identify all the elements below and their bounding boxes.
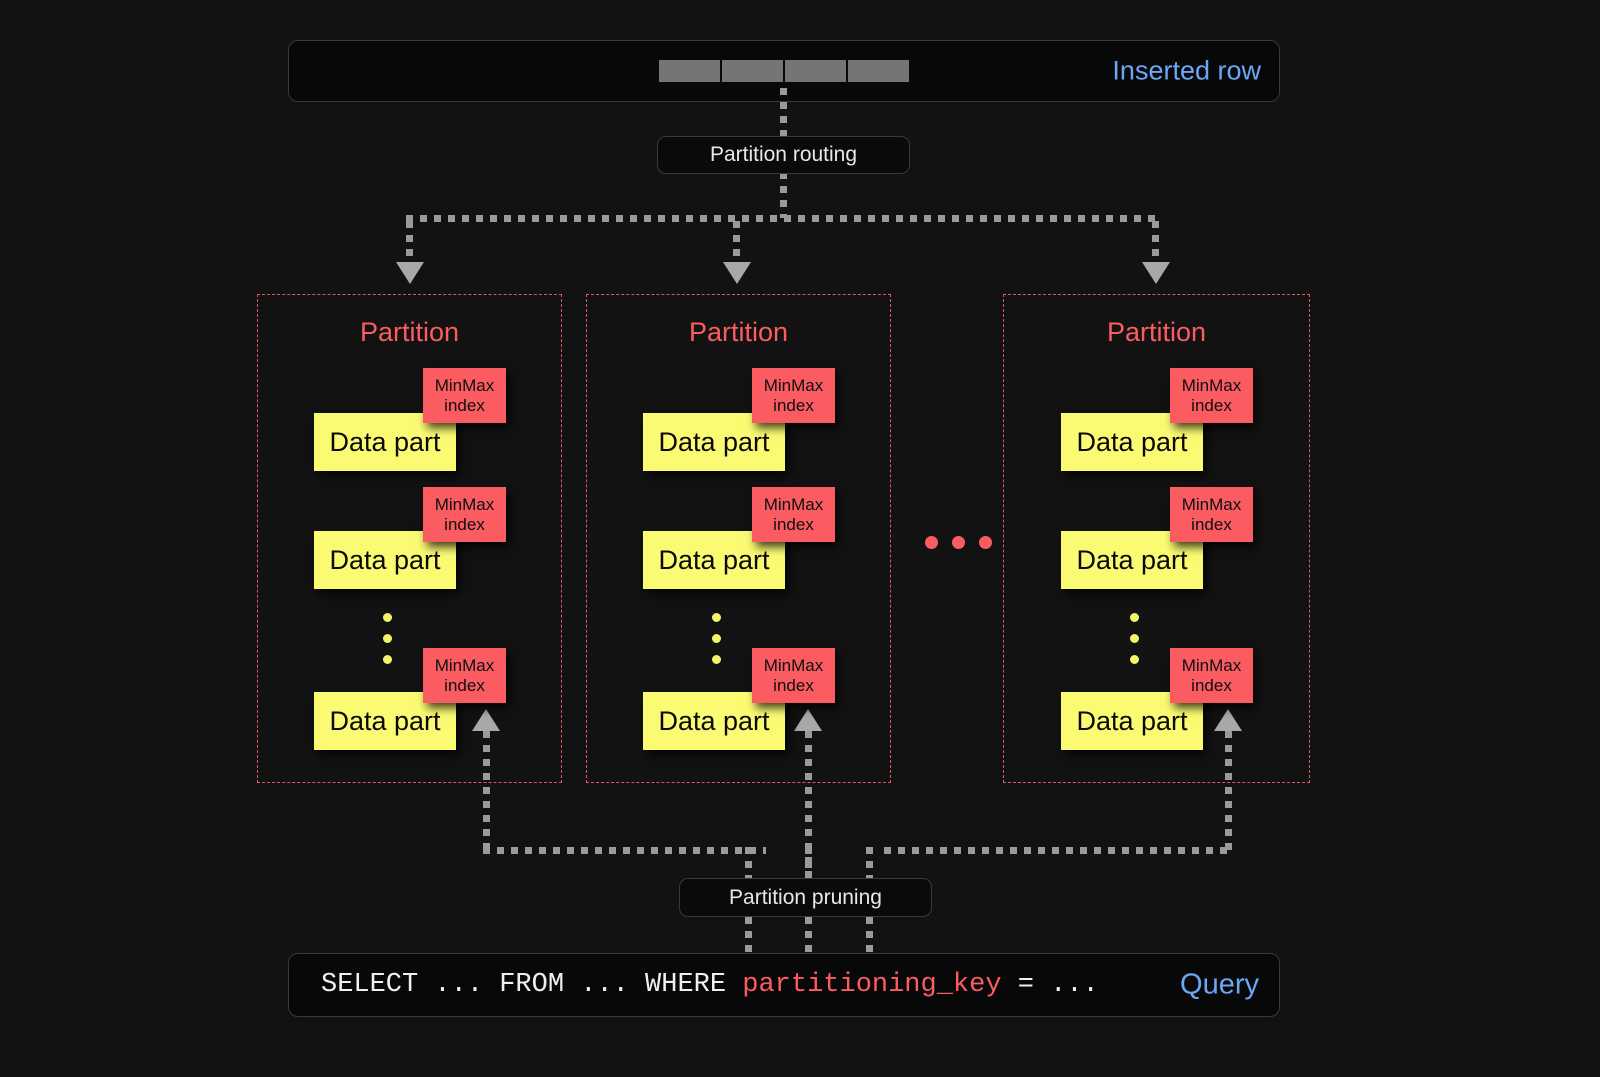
query-text: SELECT ... FROM ... WHERE partitioning_k… xyxy=(321,970,1099,1000)
minmax-line1: MinMax xyxy=(434,495,495,515)
row-cell xyxy=(785,60,846,82)
minmax-line2: index xyxy=(444,675,485,695)
minmax-line1: MinMax xyxy=(763,376,824,396)
arrow-down-partition-3 xyxy=(1142,262,1170,284)
partition-box-3: Partition xyxy=(1003,294,1310,783)
connector-pruning-up-2 xyxy=(805,731,812,921)
row-cell xyxy=(722,60,783,82)
partition-title: Partition xyxy=(1106,317,1207,347)
connector-pruning-rail-left xyxy=(483,847,766,854)
partition-title: Partition xyxy=(688,317,789,347)
minmax-line2: index xyxy=(444,514,485,534)
minmax-line1: MinMax xyxy=(434,656,495,676)
minmax-line1: MinMax xyxy=(1181,656,1242,676)
connector-branch-1 xyxy=(406,221,413,264)
partition-routing-chip: Partition routing xyxy=(657,136,910,174)
query-suffix: = ... xyxy=(1001,970,1099,1000)
query-bar: SELECT ... FROM ... WHERE partitioning_k… xyxy=(288,953,1280,1017)
arrow-down-partition-1 xyxy=(396,262,424,284)
minmax-line2: index xyxy=(1191,514,1232,534)
row-cell xyxy=(848,60,909,82)
connector-pruning-up-1 xyxy=(483,731,490,853)
minmax-line1: MinMax xyxy=(1181,376,1242,396)
connector-routing-bus xyxy=(406,215,1160,222)
partition-title: Partition xyxy=(359,317,460,347)
partition-box-1: Partition xyxy=(257,294,562,783)
connector-branch-2 xyxy=(733,221,740,264)
partition-box-2: Partition xyxy=(586,294,891,783)
minmax-line2: index xyxy=(1191,675,1232,695)
minmax-line1: MinMax xyxy=(1181,495,1242,515)
minmax-line2: index xyxy=(444,395,485,415)
row-cell xyxy=(659,60,720,82)
inserted-row-bar: Inserted row xyxy=(288,40,1280,102)
data-part-1-1: Data part xyxy=(314,413,456,471)
inserted-row-cells xyxy=(659,60,909,82)
arrow-up-partition-1 xyxy=(472,709,500,731)
connector-branch-3 xyxy=(1152,221,1159,264)
query-keyword: partitioning_key xyxy=(742,970,1002,1000)
query-label: Query xyxy=(1180,968,1259,1001)
partition-pruning-chip: Partition pruning xyxy=(679,878,932,917)
connector-pruning-up-3 xyxy=(1225,731,1232,853)
minmax-line1: MinMax xyxy=(763,656,824,676)
minmax-line1: MinMax xyxy=(434,376,495,396)
arrow-up-partition-3 xyxy=(1214,709,1242,731)
data-part-2-3: Data part xyxy=(643,692,785,750)
minmax-line2: index xyxy=(773,514,814,534)
connector-pruning-rail-right xyxy=(884,847,1232,854)
minmax-line2: index xyxy=(773,395,814,415)
data-part-ellipsis-1 xyxy=(383,613,392,664)
data-part-ellipsis-3 xyxy=(1130,613,1139,664)
minmax-line2: index xyxy=(773,675,814,695)
arrow-down-partition-2 xyxy=(723,262,751,284)
minmax-line2: index xyxy=(1191,395,1232,415)
inserted-row-label: Inserted row xyxy=(1112,55,1261,86)
data-part-3-3: Data part xyxy=(1061,692,1203,750)
query-prefix: SELECT ... FROM ... WHERE xyxy=(321,970,743,1000)
minmax-line1: MinMax xyxy=(763,495,824,515)
data-part-ellipsis-2 xyxy=(712,613,721,664)
arrow-up-partition-2 xyxy=(794,709,822,731)
partition-ellipsis xyxy=(925,536,992,549)
